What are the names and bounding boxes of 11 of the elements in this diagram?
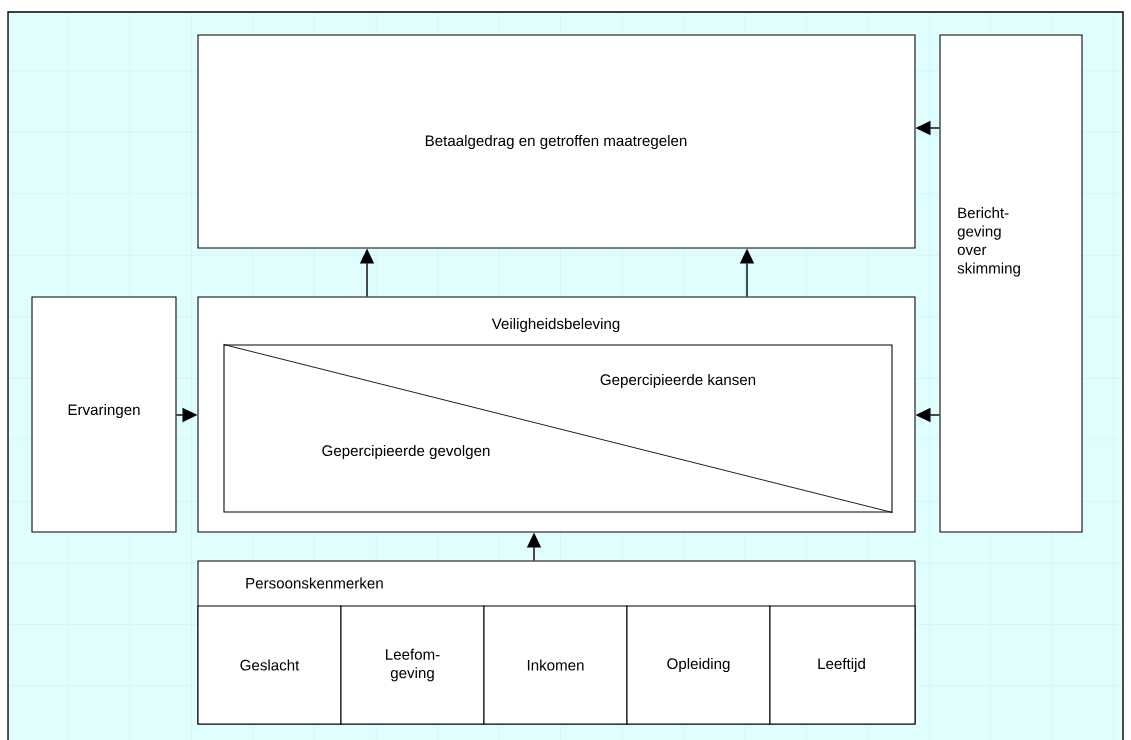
side-box: Ervaringen: [31, 296, 177, 533]
table-cell: Inkomen: [483, 605, 628, 725]
side-box: Bericht- geving over skimming: [939, 34, 1083, 533]
table-cell: Leeftijd: [769, 605, 916, 725]
table-cell: Opleiding: [626, 605, 771, 725]
table-cell: Leefom- geving: [340, 605, 485, 725]
box-label: Gepercipieerde kansen: [600, 373, 756, 389]
table-cell: Geslacht: [197, 605, 342, 725]
box-label: Gepercipieerde gevolgen: [322, 444, 490, 460]
outcome-box: Betaalgedrag en getroffen maatregelen: [197, 34, 916, 249]
split-box: [223, 344, 893, 513]
